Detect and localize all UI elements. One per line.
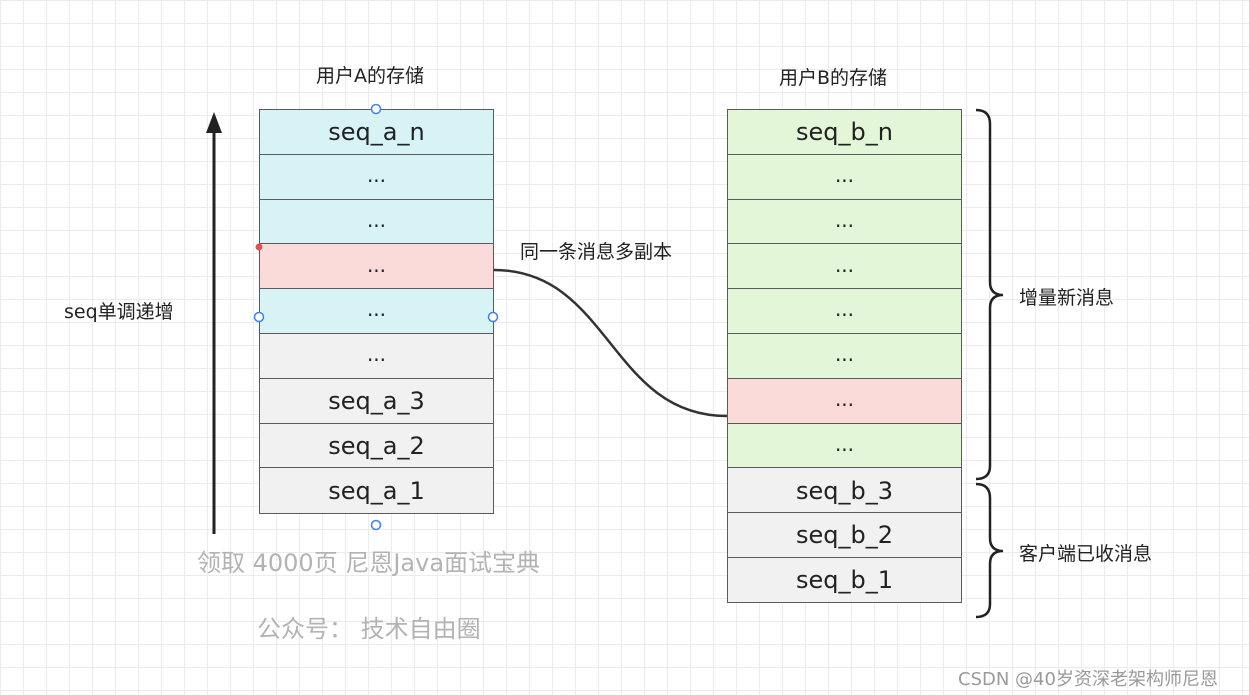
csdn-credit: CSDN @40岁资深老架构师尼恩 [958, 669, 1218, 690]
received-messages-label: 客户端已收消息 [1019, 543, 1153, 565]
stack-a-cell: ... [259, 288, 494, 335]
connector-label: 同一条消息多副本 [520, 241, 673, 263]
stack-b-cell: ... [727, 243, 962, 290]
stack-b-cell: ... [727, 422, 962, 469]
stack-a-cell: ... [259, 198, 494, 245]
incremental-messages-label: 增量新消息 [1019, 287, 1115, 309]
stack-b-cell: ... [727, 153, 962, 201]
seq-axis-label: seq单调递增 [64, 301, 174, 323]
incremental-brace [975, 108, 1004, 481]
stack-b-cell: ... [727, 288, 962, 335]
duplicate-message-connector [493, 268, 728, 418]
stack-b-cell: seq_b_n [727, 109, 962, 156]
stack-a-cell: seq_a_3 [259, 377, 494, 425]
seq-increase-arrow [206, 112, 222, 534]
watermark-line-2: 公众号： 技术自由圈 [257, 615, 481, 643]
stack-b-cell: seq_b_1 [727, 556, 962, 604]
received-brace [975, 482, 1004, 619]
stack-b-cell: ... [727, 198, 962, 245]
watermark-line-1: 领取 4000页 尼恩Java面试宝典 [197, 549, 541, 577]
stack-a-cell: seq_a_1 [259, 467, 494, 514]
stack-a-cell: ... [259, 153, 494, 201]
stack-b-cell: seq_b_2 [727, 512, 962, 559]
stack-b-title: 用户B的存储 [779, 67, 888, 89]
stack-a-cell: seq_a_2 [259, 422, 494, 469]
stack-b-cell: ... [727, 377, 962, 425]
selection-handles [253, 103, 499, 531]
stack-a-cell: ... [259, 243, 494, 290]
stack-a-title: 用户A的存储 [316, 65, 424, 87]
